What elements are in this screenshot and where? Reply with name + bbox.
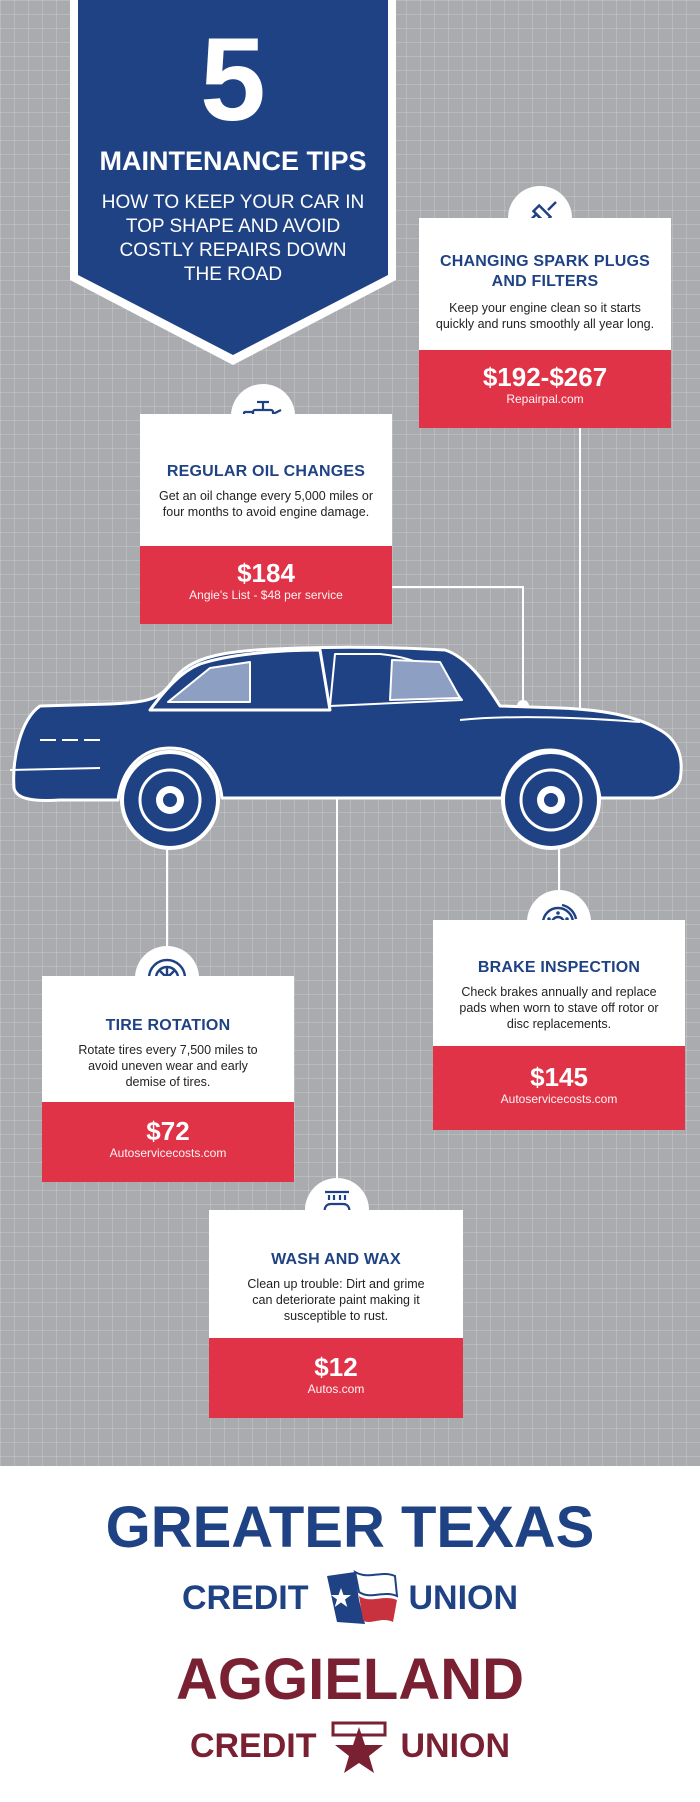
footer-logos: GREATER TEXAS CREDIT UNION AGGIELAND CRE… [0,1466,700,1802]
tip-title: REGULAR OIL CHANGES [166,463,366,480]
banner-subtitle-line: HOW TO KEEP YOUR CAR IN [101,192,365,213]
price-band: $72 Autoservicecosts.com [42,1102,294,1182]
tip-price: $192-$267 [482,362,608,392]
tip-desc-line: demise of tires. [125,1075,211,1089]
classic-car-illustration [9,645,683,850]
aggieland-name: AGGIELAND [176,1647,524,1712]
aggieland-star-icon [331,1721,386,1773]
connector-oil-v [522,586,524,706]
tip-title: BRAKE INSPECTION [477,959,641,976]
connector-oil-h [392,586,524,588]
aggieland-union: UNION [400,1726,511,1765]
tip-title: WASH AND WAX [271,1251,401,1268]
title-banner: 5 MAINTENANCE TIPS HOW TO KEEP YOUR CAR … [70,0,396,370]
price-band: $192-$267 Repairpal.com [419,350,671,428]
tip-source: Autoservicecosts.com [500,1092,618,1106]
greater-texas-name: GREATER TEXAS [105,1495,595,1560]
tip-source: Angie's List - $48 per service [189,588,343,602]
tip-desc-line: Check brakes annually and replace [461,985,657,999]
connector-tire [166,820,168,968]
tip-desc-line: susceptible to rust. [283,1309,389,1323]
tip-price: $145 [530,1062,588,1092]
tip-desc-line: four months to avoid engine damage. [162,505,370,519]
tip-desc-line: Get an oil change every 5,000 miles or [158,489,373,503]
banner-title: MAINTENANCE TIPS [99,146,367,176]
tip-card-spark-plugs: CHANGING SPARK PLUGS AND FILTERS Keep yo… [419,218,671,428]
tip-card-brake-inspection: BRAKE INSPECTION Check brakes annually a… [433,920,685,1130]
banner-subtitle-line: TOP SHAPE AND AVOID [125,216,341,237]
price-band: $12 Autos.com [209,1338,463,1418]
price-band: $184 Angie's List - $48 per service [140,546,392,624]
tip-source: Autoservicecosts.com [109,1146,227,1160]
tip-desc-line: avoid uneven wear and early [88,1059,248,1073]
tip-desc-line: disc replacements. [506,1017,612,1031]
texas-flag-icon [326,1570,398,1624]
connector-wash [336,766,338,1180]
tip-desc-line: Keep your engine clean so it starts [449,301,641,315]
price-band: $145 Autoservicecosts.com [433,1046,685,1130]
tip-card-oil-changes: REGULAR OIL CHANGES Get an oil change ev… [140,414,392,624]
tip-desc-line: Clean up trouble: Dirt and grime [247,1277,425,1291]
tip-desc-line: pads when worn to stave off rotor or [459,1001,659,1015]
tip-title-line: AND FILTERS [491,273,599,290]
greater-texas-credit: CREDIT [181,1578,309,1617]
tip-card-wash-and-wax: WASH AND WAX Clean up trouble: Dirt and … [209,1210,463,1418]
tip-desc-line: Rotate tires every 7,500 miles to [78,1043,258,1057]
banner-number: 5 [200,14,266,146]
tip-price: $12 [314,1352,358,1382]
connector-spark [579,424,581,724]
tip-price: $72 [146,1116,190,1146]
tip-title-line: CHANGING SPARK PLUGS [440,253,650,270]
connector-brake [558,830,560,920]
aggieland-credit: CREDIT [189,1726,317,1765]
aggieland-logo: AGGIELAND CREDIT UNION [0,1648,700,1776]
tip-title: TIRE ROTATION [105,1017,231,1034]
banner-subtitle-line: THE ROAD [183,264,283,285]
tip-desc-line: can deteriorate paint making it [252,1293,420,1307]
tip-price: $184 [237,558,295,588]
banner-subtitle-line: COSTLY REPAIRS DOWN [119,240,347,261]
tip-source: Autos.com [307,1382,365,1396]
greater-texas-logo: GREATER TEXAS CREDIT UNION [0,1496,700,1630]
tip-desc-line: quickly and runs smoothly all year long. [435,317,655,331]
tip-card-tire-rotation: TIRE ROTATION Rotate tires every 7,500 m… [42,976,294,1182]
greater-texas-union: UNION [408,1578,519,1617]
tip-source: Repairpal.com [506,392,584,406]
